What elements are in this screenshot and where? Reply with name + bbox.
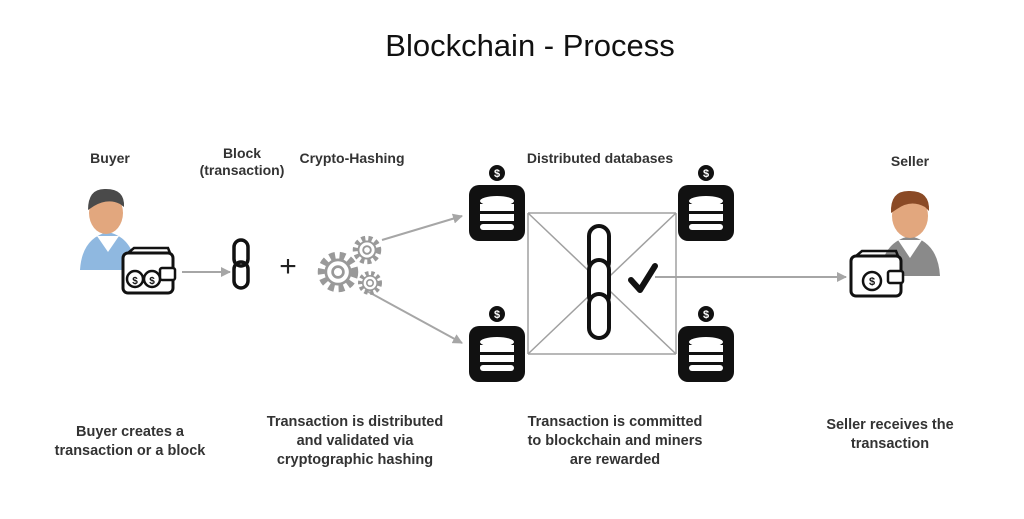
dollar-symbol: $ [703,309,709,321]
wallet-icon [849,249,905,298]
database-network [527,212,677,355]
arrow-hashing-to-db-bottom [364,289,463,344]
caption-committed: Transaction is committed to blockchain a… [527,414,703,468]
arrow-hashing-to-db-top [381,213,463,241]
label-block: Block (transaction) [199,145,285,178]
caption-hashing: Transaction is distributed and validated… [266,414,444,468]
page-title: Blockchain - Process [385,28,675,63]
dollar-symbol: $ [494,309,500,321]
gears-icon [322,239,380,293]
dollar-symbol: $ [703,168,709,180]
label-buyer: Buyer [90,150,130,166]
label-crypto-hashing: Crypto-Hashing [299,150,405,166]
database-icon: $ [469,165,525,241]
dollar-symbol: $ [132,276,138,287]
plus-sign: + [279,250,297,283]
label-seller: Seller [890,153,930,169]
blockchain-chain-icon [587,224,611,340]
database-icon: $ [678,165,734,241]
caption-seller: Seller receives the transaction [826,417,954,452]
checkmark-icon [628,263,658,293]
dollar-symbol: $ [149,276,155,287]
database-icon: $ [469,306,525,382]
caption-buyer: Buyer creates a transaction or a block [54,424,206,459]
dollar-symbol: $ [494,168,500,180]
database-icon: $ [678,306,734,382]
chain-link-icon [232,238,250,290]
label-distributed-databases: Distributed databases [526,150,674,166]
wallet-icon [121,246,177,295]
dollar-symbol: $ [869,276,875,288]
